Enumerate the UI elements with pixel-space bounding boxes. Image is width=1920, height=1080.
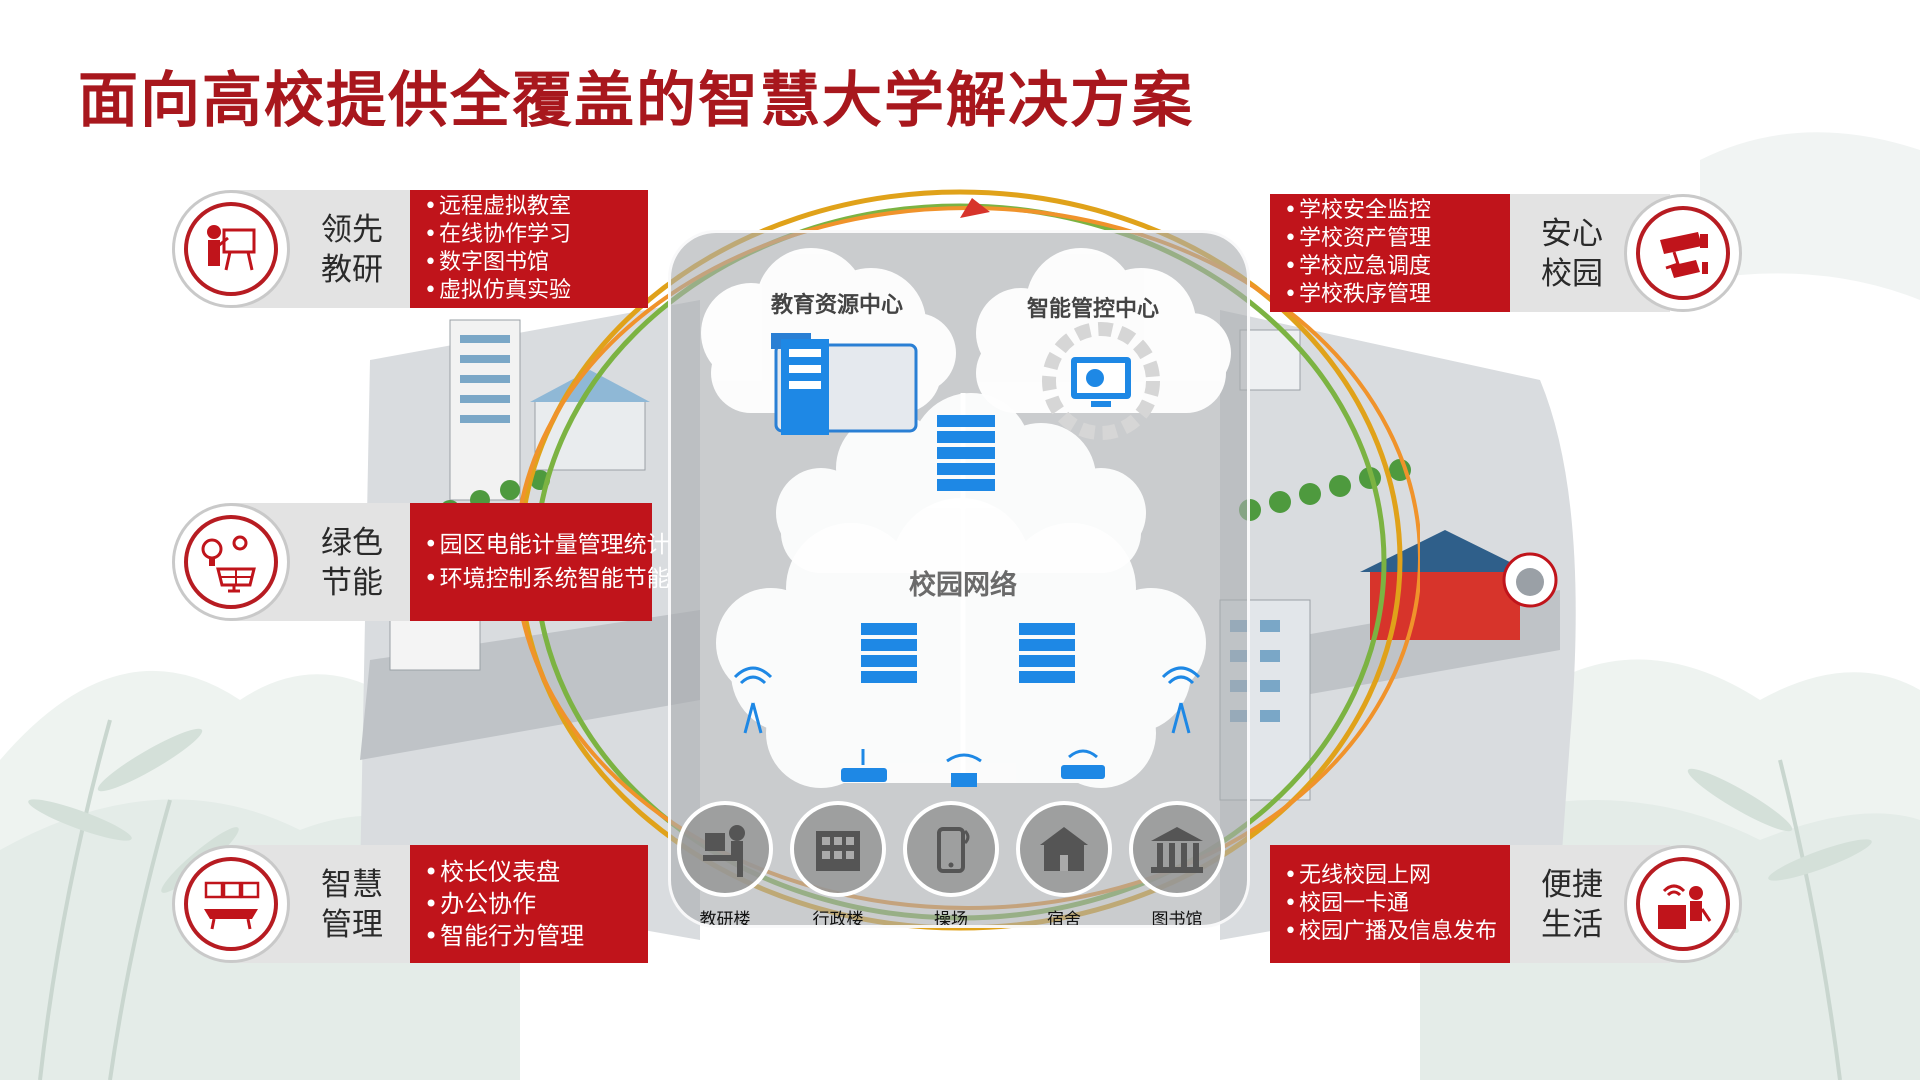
solar-bulb-icon xyxy=(184,515,278,609)
feature-energy[interactable]: 绿色 节能 园区电能计量管理统计 环境控制系统智能节能 xyxy=(172,503,670,621)
feature-name-line2: 教研 xyxy=(321,252,383,288)
control-gear-icon xyxy=(1042,322,1160,440)
phone-signal-icon xyxy=(903,801,999,897)
feature-item: 数字图书馆 xyxy=(424,249,634,277)
education-resource-center-label: 教育资源中心 xyxy=(771,293,904,318)
access-point-icon xyxy=(946,753,982,787)
feature-item: 园区电能计量管理统计 xyxy=(424,528,670,562)
building-admin[interactable]: 行政楼 xyxy=(788,801,888,928)
feature-item: 办公协作 xyxy=(424,888,634,920)
core-server-icon xyxy=(937,415,995,491)
antenna-right-icon xyxy=(1161,666,1201,734)
feature-item: 学校资产管理 xyxy=(1284,225,1496,253)
feature-item: 在线协作学习 xyxy=(424,221,634,249)
feature-item: 校园广播及信息发布 xyxy=(1284,918,1497,946)
feature-item: 无线校园上网 xyxy=(1284,862,1496,890)
feature-item: 学校安全监控 xyxy=(1284,197,1496,225)
feature-item: 学校秩序管理 xyxy=(1284,281,1496,309)
building-playground[interactable]: 操场 xyxy=(901,801,1001,928)
building-library[interactable]: 图书馆 xyxy=(1127,801,1227,928)
feature-name-line1: 绿色 xyxy=(321,525,383,561)
feature-name-line2: 生活 xyxy=(1541,907,1603,943)
feature-name-line1: 领先 xyxy=(321,212,383,248)
teacher-board-icon xyxy=(184,202,278,296)
feature-item: 校长仪表盘 xyxy=(424,856,634,888)
dormitory-icon xyxy=(1016,801,1112,897)
feature-items-box: 无线校园上网 校园一卡通 校园广播及信息发布 xyxy=(1270,845,1510,963)
feature-name-line1: 智慧 xyxy=(321,867,383,903)
feature-item: 校园一卡通 xyxy=(1284,890,1496,918)
building-label: 教研楼 xyxy=(699,910,751,928)
feature-items-box: 校长仪表盘 办公协作 智能行为管理 xyxy=(410,845,648,963)
feature-name-line2: 管理 xyxy=(321,907,383,943)
office-building-icon xyxy=(790,801,886,897)
feature-item: 虚拟仿真实验 xyxy=(424,277,634,305)
feature-safety[interactable]: 学校安全监控 学校资产管理 学校应急调度 学校秩序管理 安心 校园 xyxy=(1270,194,1742,312)
building-label: 图书馆 xyxy=(1151,910,1203,928)
feature-management[interactable]: 智慧 管理 校长仪表盘 办公协作 智能行为管理 xyxy=(172,845,648,963)
feature-name-line1: 安心 xyxy=(1541,216,1603,252)
feature-name-line2: 校园 xyxy=(1541,256,1603,292)
library-icon xyxy=(1129,801,1225,897)
switch-right-icon xyxy=(1019,623,1075,683)
building-label: 操场 xyxy=(934,910,968,928)
video-meeting-icon xyxy=(184,857,278,951)
feature-item: 智能行为管理 xyxy=(424,920,634,952)
wifi-router-icon xyxy=(1061,749,1105,779)
building-teaching[interactable]: 教研楼 xyxy=(675,801,775,928)
feature-name-line1: 便捷 xyxy=(1541,867,1603,903)
feature-items-box: 学校安全监控 学校资产管理 学校应急调度 学校秩序管理 xyxy=(1270,194,1510,312)
campus-network-panel: 教育资源中心 智能管控中心 校园网络 教研楼 行政楼 xyxy=(668,230,1250,928)
wifi-desk-icon xyxy=(1636,857,1730,951)
feature-name-line2: 节能 xyxy=(321,565,383,601)
feature-items-box: 远程虚拟教室 在线协作学习 数字图书馆 虚拟仿真实验 xyxy=(410,190,648,308)
resource-server-icon xyxy=(771,333,918,435)
smart-control-center-label: 智能管控中心 xyxy=(1027,297,1160,322)
building-label: 行政楼 xyxy=(812,910,864,928)
feature-item: 学校应急调度 xyxy=(1284,253,1496,281)
network-diagram xyxy=(701,248,1231,788)
feature-item: 环境控制系统智能节能 xyxy=(424,562,670,596)
building-label: 宿舍 xyxy=(1047,910,1081,928)
page-title: 面向高校提供全覆盖的智慧大学解决方案 xyxy=(78,66,1194,136)
campus-network-label: 校园网络 xyxy=(909,570,1017,601)
feature-life[interactable]: 无线校园上网 校园一卡通 校园广播及信息发布 便捷 生活 xyxy=(1270,845,1742,963)
building-dormitory[interactable]: 宿舍 xyxy=(1014,801,1114,928)
switch-left-icon xyxy=(861,623,917,683)
feature-items-box: 园区电能计量管理统计 环境控制系统智能节能 xyxy=(410,503,670,621)
feature-teaching[interactable]: 领先 教研 远程虚拟教室 在线协作学习 数字图书馆 虚拟仿真实验 xyxy=(172,190,648,308)
feature-item: 远程虚拟教室 xyxy=(424,193,634,221)
security-camera-icon xyxy=(1636,206,1730,300)
teacher-desk-icon xyxy=(677,801,773,897)
router-icon xyxy=(841,749,887,782)
antenna-left-icon xyxy=(733,666,773,734)
